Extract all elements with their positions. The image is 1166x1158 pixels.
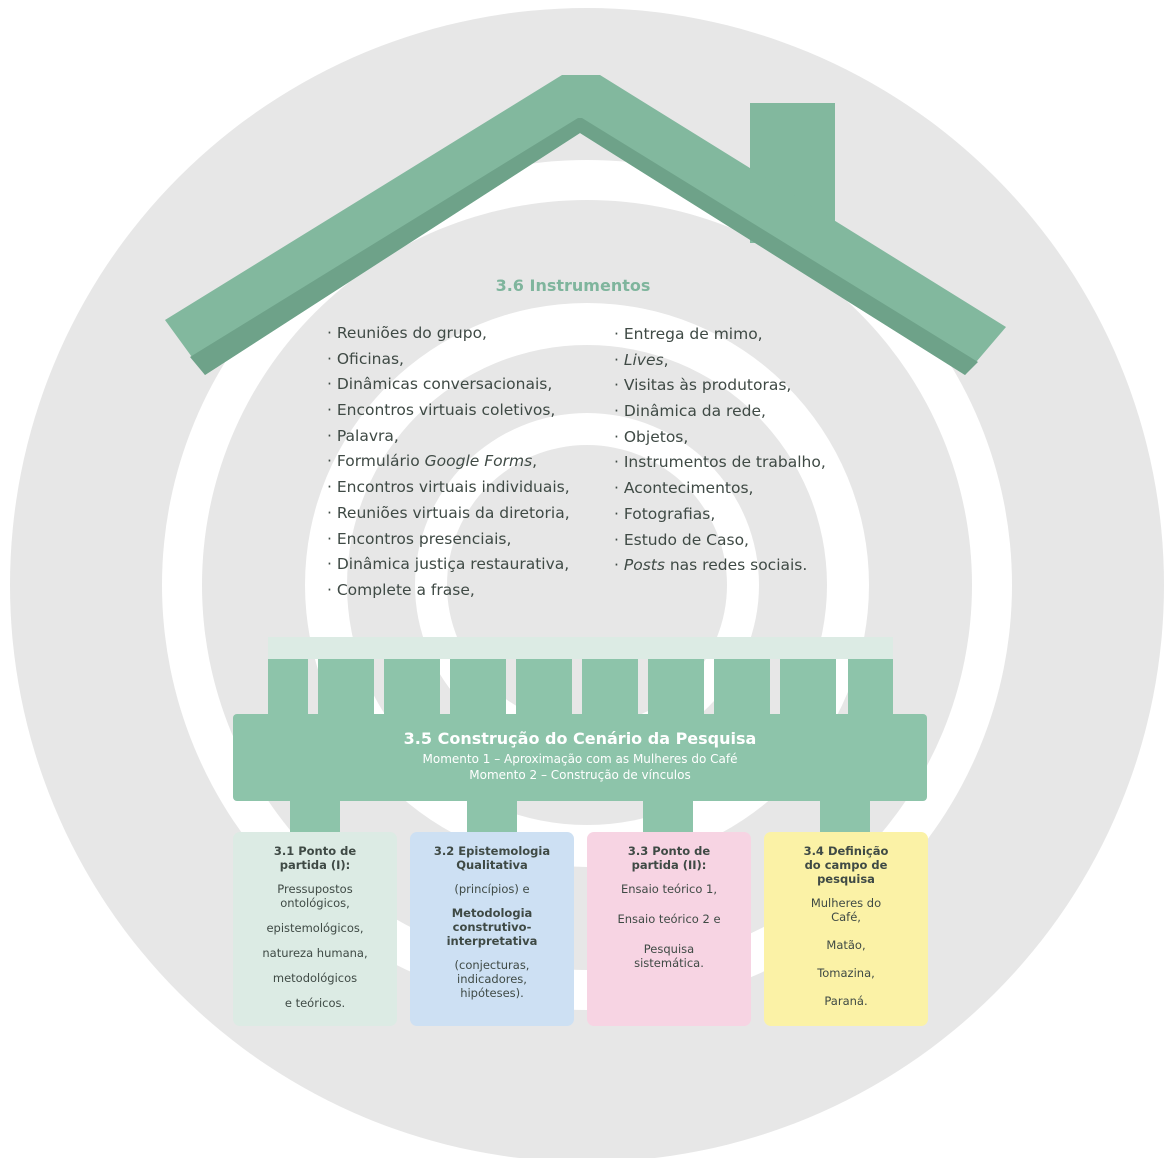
card-title: 3.3 Ponto de partida (II): <box>595 844 743 872</box>
card-line: Pesquisa <box>643 942 695 956</box>
card-line: metodológicos <box>272 971 358 985</box>
banner-subtitle: Momento 2 – Construção de vínculos <box>469 768 691 782</box>
instrument-item: Fotografias, <box>614 502 826 528</box>
card-line: Ensaio teórico 1, <box>620 882 717 896</box>
instruments-list-right: Entrega de mimo, Lives, Visitas às produ… <box>614 322 826 579</box>
banner-title: 3.5 Construção do Cenário da Pesquisa <box>403 729 757 748</box>
card-title-line: 3.2 Epistemologia <box>433 844 551 858</box>
card-line: Tomazina, <box>817 966 875 980</box>
card-line: Matão, <box>826 938 866 952</box>
card-line: (princípios) e <box>454 882 530 896</box>
instrument-item: Reuniões virtuais da diretoria, <box>327 501 570 527</box>
card-line: interpretativa <box>446 934 538 948</box>
instrument-item: Visitas às produtoras, <box>614 373 826 399</box>
card-title: 3.1 Ponto de partida (I): <box>241 844 389 872</box>
instruments-title: 3.6 Instrumentos <box>495 276 651 295</box>
instrument-item: Lives, <box>614 348 826 374</box>
card-line: Metodologia <box>451 906 533 920</box>
card-line: ontológicos, <box>280 896 350 910</box>
instrument-item: Dinâmica da rede, <box>614 399 826 425</box>
card-line: sistemática. <box>634 956 704 970</box>
instrument-item: Entrega de mimo, <box>614 322 826 348</box>
card-line: indicadores, <box>457 972 527 986</box>
card-line: natureza humana, <box>262 946 368 960</box>
card-line: Café, <box>831 910 861 924</box>
card-line: construtivo- <box>452 920 532 934</box>
card-line: Pressupostos <box>277 882 353 896</box>
card-line: Mulheres do <box>810 896 882 910</box>
instrument-item: Dinâmicas conversacionais, <box>327 372 570 398</box>
card-title-line: 3.3 Ponto de <box>627 844 711 858</box>
card-title-line: Qualitativa <box>456 858 528 872</box>
card-line: Paraná. <box>824 994 868 1008</box>
instrument-item: Encontros virtuais coletivos, <box>327 398 570 424</box>
card-line: e teóricos. <box>284 996 346 1010</box>
card-title-line: partida (II): <box>631 858 707 872</box>
card-title: 3.4 Definição do campo de pesquisa <box>772 844 920 886</box>
card-title: 3.2 Epistemologia Qualitativa <box>418 844 566 872</box>
card-title-line: pesquisa <box>817 872 875 886</box>
card-definicao-campo-pesquisa: 3.4 Definição do campo de pesquisa Mulhe… <box>764 832 928 1026</box>
card-title-line: 3.4 Definição <box>803 844 889 858</box>
instrument-item: Encontros presenciais, <box>327 527 570 553</box>
card-epistemologia-qualitativa: 3.2 Epistemologia Qualitativa (princípio… <box>410 832 574 1026</box>
instruments-list-left: Reuniões do grupo, Oficinas, Dinâmicas c… <box>327 321 570 604</box>
instrument-item: Instrumentos de trabalho, <box>614 450 826 476</box>
card-title-line: partida (I): <box>279 858 351 872</box>
instrument-item: Encontros virtuais individuais, <box>327 475 570 501</box>
instrument-item: Acontecimentos, <box>614 476 826 502</box>
card-line: Ensaio teórico 2 e <box>617 912 721 926</box>
instrument-item: Palavra, <box>327 424 570 450</box>
instrument-item: Estudo de Caso, <box>614 528 826 554</box>
instrument-item: Objetos, <box>614 425 826 451</box>
instrument-item: Formulário Google Forms, <box>327 449 570 475</box>
card-title-line: 3.1 Ponto de <box>273 844 357 858</box>
card-ponto-de-partida-2: 3.3 Ponto de partida (II): Ensaio teóric… <box>587 832 751 1026</box>
card-title-line: do campo de <box>804 858 888 872</box>
card-ponto-de-partida-1: 3.1 Ponto de partida (I): Pressupostos o… <box>233 832 397 1026</box>
instrument-item: Dinâmica justiça restaurativa, <box>327 552 570 578</box>
house-roof <box>165 75 1006 375</box>
card-line: (conjecturas, <box>454 958 530 972</box>
banner-shape <box>233 714 927 834</box>
card-line: hipóteses). <box>460 986 524 1000</box>
instrument-item: Oficinas, <box>327 347 570 373</box>
card-line: epistemológicos, <box>266 921 364 935</box>
banner-subtitle: Momento 1 – Aproximação com as Mulheres … <box>422 752 738 766</box>
instrument-item: Complete a frase, <box>327 578 570 604</box>
instrument-item: Posts nas redes sociais. <box>614 553 826 579</box>
instrument-item: Reuniões do grupo, <box>327 321 570 347</box>
